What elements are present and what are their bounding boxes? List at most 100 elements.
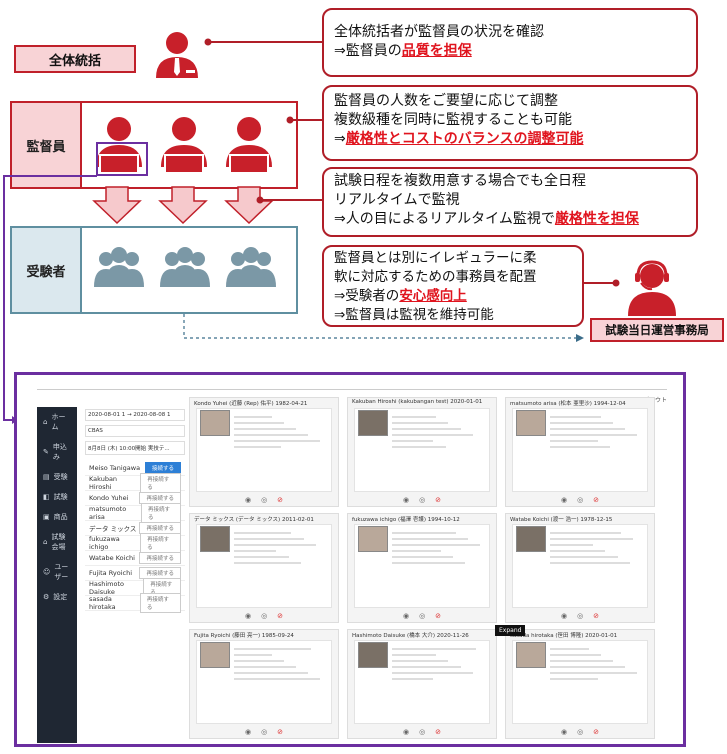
eye-icon[interactable]: ◉: [402, 612, 410, 620]
mic-icon[interactable]: ◎: [261, 496, 268, 504]
video-tile[interactable]: Kakuban Hiroshi (kakubangan test) 2020-0…: [347, 397, 497, 507]
sidebar-item-apply[interactable]: ✎申込み: [43, 443, 67, 461]
eye-icon[interactable]: ◉: [560, 728, 568, 736]
stop-icon[interactable]: ⊘: [277, 496, 284, 504]
eye-icon[interactable]: ◉: [244, 612, 252, 620]
video-tile[interactable]: sasada hirotaka (笹田 博隆) 2020-01-01◉◎⊘: [505, 629, 655, 739]
sidebar-item-test[interactable]: ◧試験: [43, 493, 68, 501]
mic-icon[interactable]: ◎: [577, 612, 584, 620]
tile-caption: matsumoto arisa (松本 亜里沙) 1994-12-04: [510, 401, 626, 407]
webcam-feed: [516, 410, 546, 436]
eye-icon[interactable]: ◉: [560, 496, 568, 504]
connector-3: [256, 196, 326, 204]
eye-icon[interactable]: ◉: [244, 496, 252, 504]
screenshot-top-line: [37, 389, 667, 390]
mic-icon[interactable]: ◎: [419, 496, 426, 504]
stop-icon[interactable]: ⊘: [435, 496, 442, 504]
document-lines: [392, 416, 486, 452]
callout-balance-line3: ⇒厳格性とコストのバランスの調整可能: [334, 131, 584, 147]
home-icon: ⌂: [43, 418, 48, 426]
mic-icon[interactable]: ◎: [577, 496, 584, 504]
filter-select[interactable]: CBAS: [85, 425, 185, 437]
video-tile[interactable]: Kondo Yuhei (近藤 (Rep) 佑平) 1982-04-21 ◉ ◎ ⊘: [189, 397, 339, 507]
document-lines: [234, 416, 328, 452]
list-item: sasada hirotaka 再接続する: [85, 593, 185, 613]
connect-button[interactable]: 再接続する: [139, 552, 181, 564]
document-lines: [550, 416, 644, 452]
stop-icon[interactable]: ⊘: [435, 612, 442, 620]
sidebar-item-venue[interactable]: ⌂試験会場: [43, 533, 66, 551]
candidate-name: データ ミックス: [89, 525, 137, 533]
tile-controls: ◉ ◎ ⊘: [506, 728, 654, 736]
candidate-name: fukuzawa ichigo: [89, 535, 120, 551]
tile-caption: Watabe Koichi (渡一 浩一) 1978-12-15: [510, 517, 613, 523]
webcam-feed: [200, 642, 230, 668]
down-arrows: [92, 186, 274, 225]
examinee-group-icon-1: [94, 247, 144, 287]
candidate-name: Kondo Yuhei: [89, 494, 129, 502]
webcam-feed: [358, 642, 388, 668]
video-tile[interactable]: Hashimoto Daisuke (橋本 大介) 2020-11-26◉◎⊘: [347, 629, 497, 739]
session-select[interactable]: 8月8日 (木) 10:00開始 実技テ...: [85, 441, 185, 455]
stop-icon[interactable]: ⊘: [593, 728, 600, 736]
mic-icon[interactable]: ◎: [261, 612, 268, 620]
candidate-name: sasada hirotaka: [89, 595, 116, 611]
user-icon: ☺: [43, 568, 51, 576]
callout-realtime-line1: 試験日程を複数用意する場合でも全日程: [334, 173, 586, 189]
mic-icon[interactable]: ◎: [577, 728, 584, 736]
document-lines: [234, 648, 328, 684]
tile-controls: ◉ ◎ ⊘: [348, 496, 496, 504]
tile-caption: fukuzawa ichigo (福澤 壱護) 1994-10-12: [352, 517, 460, 523]
tile-caption: Kondo Yuhei (近藤 (Rep) 佑平) 1982-04-21: [194, 401, 308, 407]
office-label: 試験当日運営事務局: [590, 318, 724, 342]
video-tile[interactable]: fukuzawa ichigo (福澤 壱護) 1994-10-12 ◉ ◎ ⊘: [347, 513, 497, 623]
stop-icon[interactable]: ⊘: [277, 612, 284, 620]
stop-icon[interactable]: ⊘: [435, 728, 442, 736]
callout-realtime: 試験日程を複数用意する場合でも全日程 リアルタイムで監視 ⇒人の目によるリアルタ…: [322, 167, 698, 237]
screenshot-sidebar: ⌂ホーム ✎申込み ▤受験 ◧試験 ▣商品 ⌂試験会場 ☺ユーザー ⚙設定: [37, 407, 77, 743]
sidebar-item-user[interactable]: ☺ユーザー: [43, 563, 69, 581]
date-range-input[interactable]: 2020-08-01 1 → 2020-08-08 1: [85, 409, 185, 421]
proctor-icon-1: [96, 117, 142, 174]
video-tile[interactable]: Watabe Koichi (渡一 浩一) 1978-12-15 ◉ ◎ ⊘: [505, 513, 655, 623]
tile-controls: ◉ ◎ ⊘: [190, 612, 338, 620]
gear-icon: ⚙: [43, 593, 50, 601]
connect-button[interactable]: 再接続する: [140, 533, 181, 553]
eye-icon[interactable]: ◉: [402, 728, 410, 736]
dotted-connector: [183, 314, 584, 342]
list-item: fukuzawa ichigo 再接続する: [85, 533, 185, 553]
monitoring-screenshot: ログアウト ⌂ホーム ✎申込み ▤受験 ◧試験 ▣商品 ⌂試験会場 ☺ユーザー …: [14, 372, 686, 747]
connect-button[interactable]: 再接続する: [139, 593, 181, 613]
stop-icon[interactable]: ⊘: [593, 612, 600, 620]
venue-icon: ⌂: [43, 538, 48, 546]
tile-caption: Kakuban Hiroshi (kakubangan test) 2020-0…: [352, 399, 483, 405]
sidebar-item-exam-take[interactable]: ▤受験: [43, 473, 68, 481]
stop-icon[interactable]: ⊘: [277, 728, 284, 736]
down-arrow-2: [158, 186, 208, 225]
supervisor-person-icon: [156, 32, 198, 78]
mic-icon[interactable]: ◎: [419, 612, 426, 620]
eye-icon[interactable]: ◉: [560, 612, 568, 620]
video-tile[interactable]: Fujita Ryoichi (藤田 亮一) 1985-09-24◉◎⊘: [189, 629, 339, 739]
stop-icon[interactable]: ⊘: [593, 496, 600, 504]
tile-controls: ◉ ◎ ⊘: [348, 612, 496, 620]
eye-icon[interactable]: ◉: [402, 496, 410, 504]
mic-icon[interactable]: ◎: [419, 728, 426, 736]
connect-button[interactable]: 再接続する: [141, 503, 181, 523]
callout-office: 監督員とは別にイレギュラーに柔 軟に対応するための事務員を配置 ⇒受験者の安心感…: [322, 245, 584, 327]
sidebar-item-home[interactable]: ⌂ホーム: [43, 413, 66, 431]
sidebar-item-product[interactable]: ▣商品: [43, 513, 68, 521]
video-tile[interactable]: データ ミックス (データ ミックス) 2011-02-01◉◎⊘: [189, 513, 339, 623]
document-lines: [550, 648, 644, 684]
callout-quality: 全体統括者が監督員の状況を確認 ⇒監督員の品質を担保: [322, 8, 698, 77]
connector-2: [286, 116, 326, 124]
video-tile[interactable]: matsumoto arisa (松本 亜里沙) 1994-12-04 ◉ ◎ ⊘: [505, 397, 655, 507]
callout-quality-line1: 全体統括者が監督員の状況を確認: [334, 24, 544, 40]
mic-icon[interactable]: ◎: [261, 728, 268, 736]
callout-realtime-line3: ⇒人の目によるリアルタイム監視で厳格性を担保: [334, 211, 639, 227]
sidebar-item-settings[interactable]: ⚙設定: [43, 593, 68, 601]
eye-icon[interactable]: ◉: [244, 728, 252, 736]
connect-button[interactable]: 再接続する: [140, 473, 181, 493]
